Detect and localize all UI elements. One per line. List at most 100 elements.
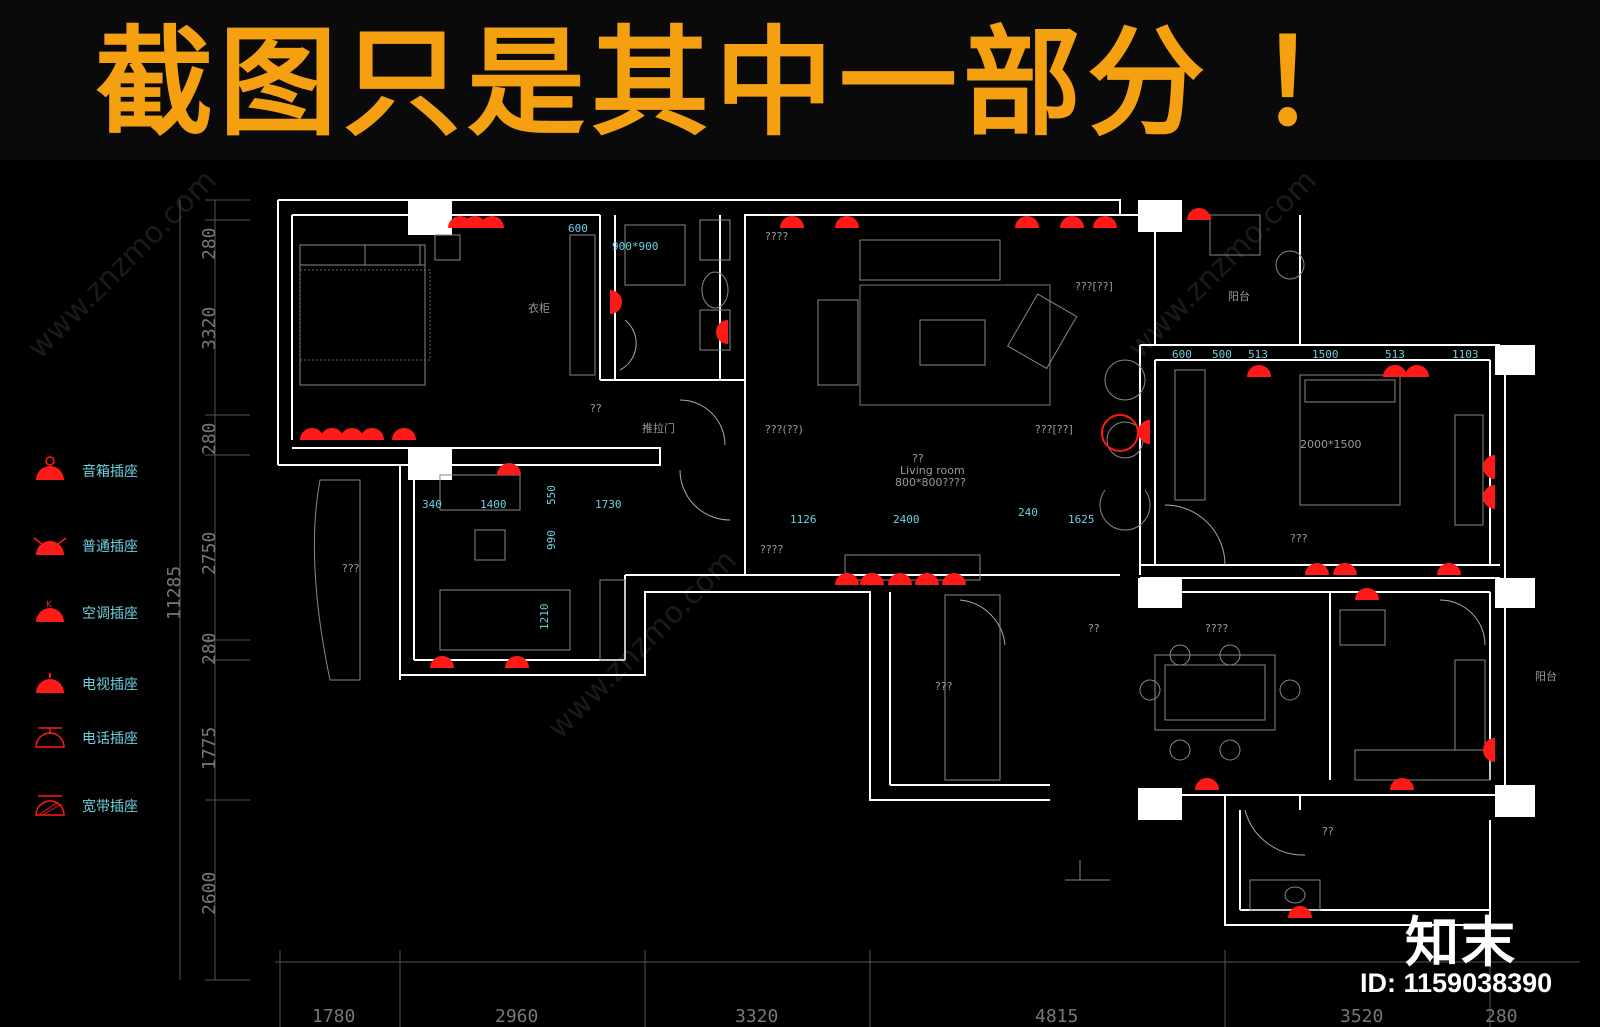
socket-12 — [300, 428, 324, 440]
dim-living-2: 2400 — [893, 513, 920, 526]
socket-27 — [1383, 365, 1407, 377]
living-sub-label: 800*800???? — [895, 476, 966, 489]
legend-phone: 电话插座 — [30, 722, 200, 752]
dim-living-4: 1625 — [1068, 513, 1095, 526]
dim-left-3: 280 — [199, 422, 220, 455]
legend-label-phone: 电话插座 — [82, 731, 138, 747]
bottom-dimension-labels: 1780 2960 3320 4815 3520 280 — [312, 1006, 1518, 1027]
watermark-logo: 知末 — [1405, 911, 1517, 974]
watermark-text-3: www.znzmo.com — [1121, 163, 1324, 366]
legend-label-tv: 电视插座 — [82, 677, 138, 693]
header-banner: 截图只是其中一部分 ！ — [0, 0, 1600, 160]
socket-21 — [860, 573, 884, 585]
sockets — [300, 208, 1495, 918]
socket-34 — [1355, 588, 1379, 600]
dim-study-4: 550 — [545, 485, 558, 505]
legend-speaker: 音箱插座 — [30, 455, 200, 485]
socket-32 — [1333, 563, 1357, 575]
left-dimension-labels: 280 3320 280 2750 280 1775 2600 11285 — [164, 227, 220, 915]
speaker-socket-icon — [36, 456, 64, 480]
dim-b2-5: 513 — [1385, 348, 1405, 361]
legend-label-broadband: 宽带插座 — [82, 799, 138, 815]
dim-b2-2: 500 — [1212, 348, 1232, 361]
kitchen-label: ???? — [1205, 622, 1229, 635]
dim-left-6: 1775 — [199, 727, 220, 770]
furniture — [299, 214, 1491, 911]
bay-left-label: ??? — [342, 562, 360, 575]
socket-20 — [835, 573, 859, 585]
legend-label-general: 普通插座 — [82, 539, 138, 555]
balcony-right-label: 阳台 — [1535, 669, 1557, 683]
dim-study-5: 990 — [545, 530, 558, 550]
bottom-dimension-lines — [275, 950, 1580, 1027]
socket-18 — [430, 656, 454, 668]
store-label: ??? — [935, 680, 953, 693]
socket-11 — [716, 320, 728, 344]
dim-b2-bed: 2000*1500 — [1300, 438, 1362, 451]
socket-30 — [1483, 485, 1495, 509]
door-tag-label: 推拉门 — [642, 421, 675, 435]
socket-8 — [1093, 216, 1117, 228]
general-socket-icon — [33, 537, 67, 555]
dining-label: ?? — [1088, 622, 1100, 635]
socket-33 — [1437, 563, 1461, 575]
socket-3 — [480, 216, 504, 228]
dim-left-total: 11285 — [164, 566, 185, 620]
socket-4 — [780, 216, 804, 228]
dim-living-3: 240 — [1018, 506, 1038, 519]
dim-bottom-2: 2960 — [495, 1006, 538, 1027]
socket-29 — [1483, 455, 1495, 479]
dim-bottom-1: 1780 — [312, 1006, 355, 1027]
dim-left-4: 2750 — [199, 532, 220, 575]
dim-left-1: 280 — [199, 227, 220, 260]
misc-label: ???? — [765, 230, 789, 243]
socket-23 — [915, 573, 939, 585]
dim-b2-6: 1103 — [1452, 348, 1479, 361]
mirror-socket — [1101, 414, 1139, 452]
living-en-label: Living room — [900, 464, 965, 477]
socket-7 — [1060, 216, 1084, 228]
socket-36 — [1195, 778, 1219, 790]
left-dimension-lines — [179, 199, 250, 981]
legend-tv: 电视插座 — [30, 668, 200, 698]
socket-22 — [888, 573, 912, 585]
legend-ac: K 空调插座 — [30, 597, 200, 627]
dim-left-2: 3320 — [199, 307, 220, 350]
socket-35 — [1483, 738, 1495, 762]
socket-5 — [835, 216, 859, 228]
dim-bottom-3: 3320 — [735, 1006, 778, 1027]
living-cn-label: ?? — [912, 452, 924, 465]
dim-study-3: 1730 — [595, 498, 622, 511]
door-note-label: ???? — [760, 543, 784, 556]
exterior-walls — [277, 199, 1506, 926]
bath-label: ?? — [1322, 825, 1334, 838]
legend-label-speaker: 音箱插座 — [82, 464, 138, 480]
watermark-id: ID: 1159038390 — [1360, 968, 1553, 998]
door-swings — [619, 319, 1486, 856]
socket-24 — [942, 573, 966, 585]
dim-left-7: 2600 — [199, 872, 220, 915]
dim-bottom-5: 3520 — [1340, 1006, 1383, 1027]
tv-socket-icon — [36, 673, 64, 693]
bedroom-second-label: ??? — [1290, 532, 1308, 545]
svg-text:K: K — [46, 600, 53, 610]
legend-label-ac: 空调插座 — [82, 606, 138, 622]
socket-10 — [610, 290, 622, 314]
socket-14 — [340, 428, 364, 440]
socket-15 — [360, 428, 384, 440]
tv-note-label: ???[??] — [1035, 423, 1073, 436]
socket-19 — [505, 656, 529, 668]
legend-broadband: 宽带插座 — [30, 790, 200, 820]
socket-28 — [1405, 365, 1429, 377]
wall-note-label: ???(??) — [765, 423, 803, 436]
dim-bottom-4: 4815 — [1035, 1006, 1078, 1027]
dim-left-5: 280 — [199, 632, 220, 665]
bed-note-label: 衣柜 — [528, 301, 550, 315]
dim-study-6: 1210 — [538, 604, 551, 631]
ac-socket-icon: K — [36, 600, 64, 622]
socket-9 — [1187, 208, 1211, 220]
socket-17 — [497, 463, 521, 475]
socket-25 — [1138, 420, 1150, 444]
bedroom-master-label: ?? — [590, 402, 602, 415]
